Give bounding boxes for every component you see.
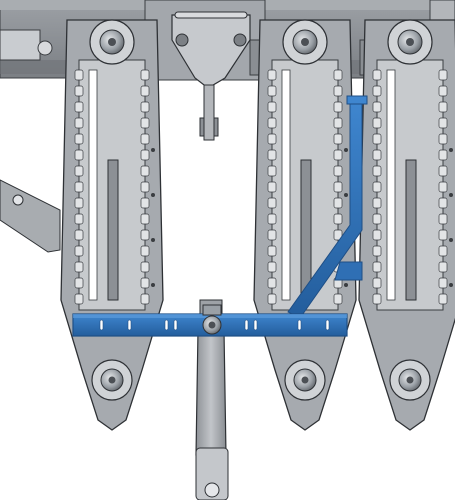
crossbar-slot — [164, 319, 169, 331]
center-row-unit — [253, 19, 357, 431]
right-row-unit — [358, 19, 455, 431]
crossbar-slot — [173, 319, 178, 331]
crossbar-slot — [127, 319, 132, 331]
crossbar-slot — [99, 319, 104, 331]
crossbar-slot — [325, 319, 330, 331]
crossbar-slot — [297, 319, 302, 331]
crossbar-slot — [253, 319, 258, 331]
left-side-arm — [0, 179, 61, 253]
blue-crossbar — [72, 304, 348, 337]
left-row-unit — [60, 19, 164, 431]
center-hanger-bracket — [171, 11, 251, 141]
crossbar-slot — [244, 319, 249, 331]
